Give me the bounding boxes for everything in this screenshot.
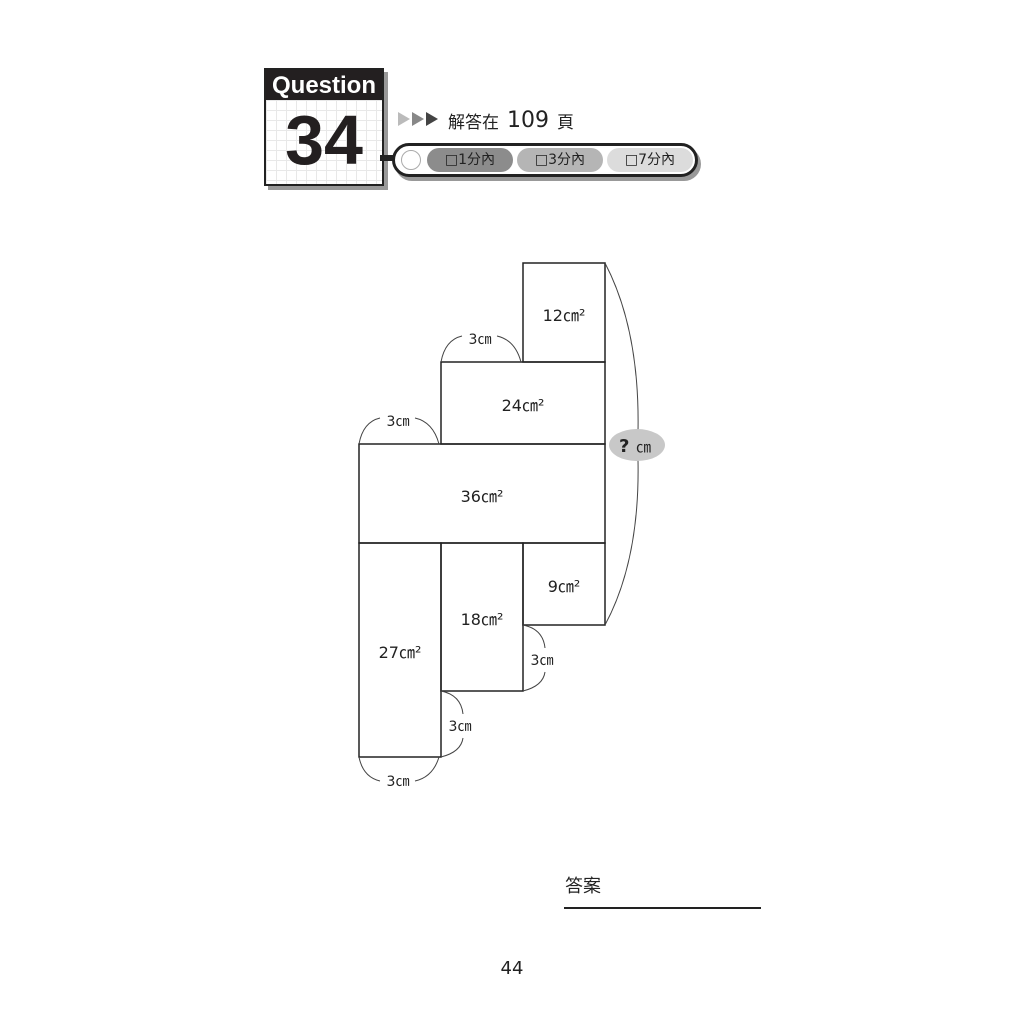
brace [604, 262, 639, 626]
arc-l3 [358, 756, 440, 782]
time-options: □1分內 □3分內 □7分內 [392, 143, 698, 177]
length-label: 3㎝ [387, 774, 410, 790]
area-12: 12㎝² [543, 306, 586, 325]
length-label: 3㎝ [449, 719, 472, 735]
answer-suffix: 頁 [557, 113, 574, 133]
arc-l5 [522, 624, 546, 692]
arc-l2 [358, 417, 440, 445]
unknown-unit: ㎝ [636, 438, 651, 456]
length-label: 3㎝ [531, 653, 554, 669]
length-label: 3㎝ [387, 414, 410, 430]
stopwatch-icon [401, 150, 421, 170]
area-18: 18㎝² [461, 610, 504, 629]
time-option-7min[interactable]: □7分內 [607, 148, 693, 172]
arc-l1 [440, 335, 522, 363]
unknown-badge [609, 429, 665, 461]
answer-reference: 解答在 109 頁 [398, 108, 574, 133]
answer-page: 109 [507, 108, 549, 133]
rect-9 [522, 542, 606, 626]
question-badge: Question 34 [264, 68, 384, 186]
area-36: 36㎝² [461, 487, 504, 506]
arc-l4 [440, 690, 464, 758]
answer-label: 答案 [565, 876, 601, 897]
time-option-3min[interactable]: □3分內 [517, 148, 603, 172]
answer-prefix: 解答在 [448, 113, 499, 133]
area-24: 24㎝² [502, 396, 545, 415]
answer-line[interactable] [564, 907, 761, 909]
length-label: 3㎝ [469, 332, 492, 348]
time-option-1min[interactable]: □1分內 [427, 148, 513, 172]
area-27: 27㎝² [379, 643, 422, 662]
question-label: Question [266, 70, 382, 100]
page-number: 44 [500, 958, 524, 979]
arrows-icon [398, 111, 440, 131]
area-9: 9㎝² [548, 577, 581, 596]
unknown-symbol: ? [619, 436, 629, 457]
question-number: 34 [285, 101, 363, 179]
connector [380, 155, 394, 161]
